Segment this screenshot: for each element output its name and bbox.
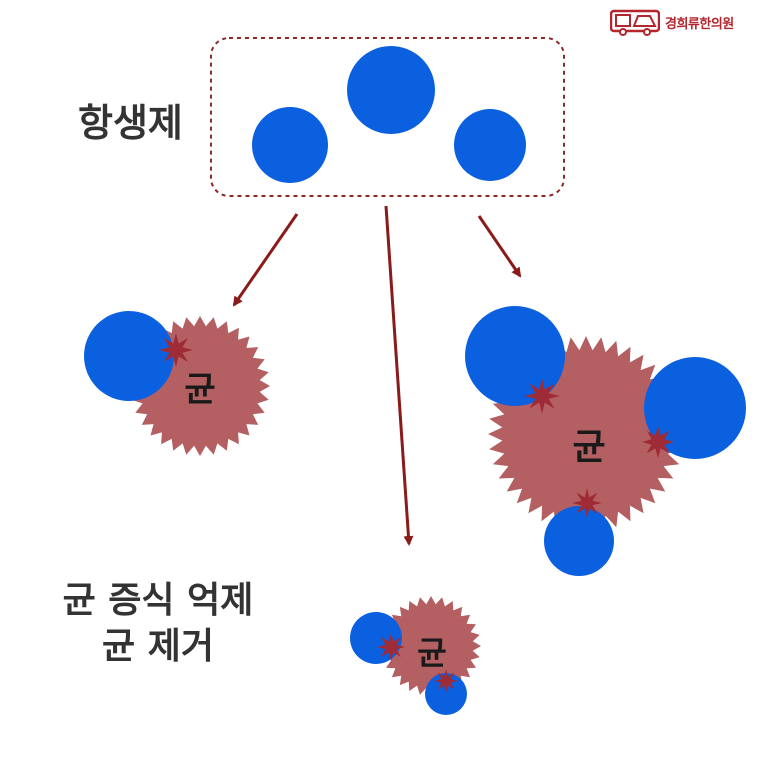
bacterium-label: 균 xyxy=(417,634,447,672)
car-sign-icon xyxy=(610,9,660,36)
antibiotic-molecule xyxy=(465,306,565,406)
antibiotic-label: 항생제 xyxy=(78,101,183,145)
arrow-right xyxy=(477,215,522,278)
effect-label: 균 증식 억제 균 제거 xyxy=(28,578,288,670)
antibiotic-molecule xyxy=(644,357,746,459)
antibiotic-molecule xyxy=(252,107,328,183)
contact-star-icon xyxy=(572,488,602,518)
contact-star-icon xyxy=(434,669,458,693)
bacterium-label: 균 xyxy=(184,370,216,410)
antibiotic-molecule xyxy=(425,673,467,715)
effect-line-2: 균 제거 xyxy=(102,626,214,667)
clinic-name: 경희류한의원 xyxy=(665,16,734,32)
arrow-left xyxy=(232,213,299,307)
antibiotic-molecule xyxy=(347,46,435,134)
clinic-logo: 경희류한의원 xyxy=(610,8,734,36)
antibiotic-molecule xyxy=(84,311,174,401)
contact-star-icon xyxy=(377,633,405,661)
antibiotic-molecule xyxy=(350,612,402,664)
contact-star-icon xyxy=(159,333,193,367)
bacterium-bottom xyxy=(381,596,481,696)
antibiotic-molecule xyxy=(454,109,526,181)
effect-line-1: 균 증식 억제 xyxy=(62,580,254,621)
contact-star-icon xyxy=(642,426,674,458)
bacterium-label: 균 xyxy=(572,427,606,468)
contact-star-icon xyxy=(524,378,560,414)
arrow-center xyxy=(384,205,414,546)
antibiotic-molecule xyxy=(544,506,614,576)
